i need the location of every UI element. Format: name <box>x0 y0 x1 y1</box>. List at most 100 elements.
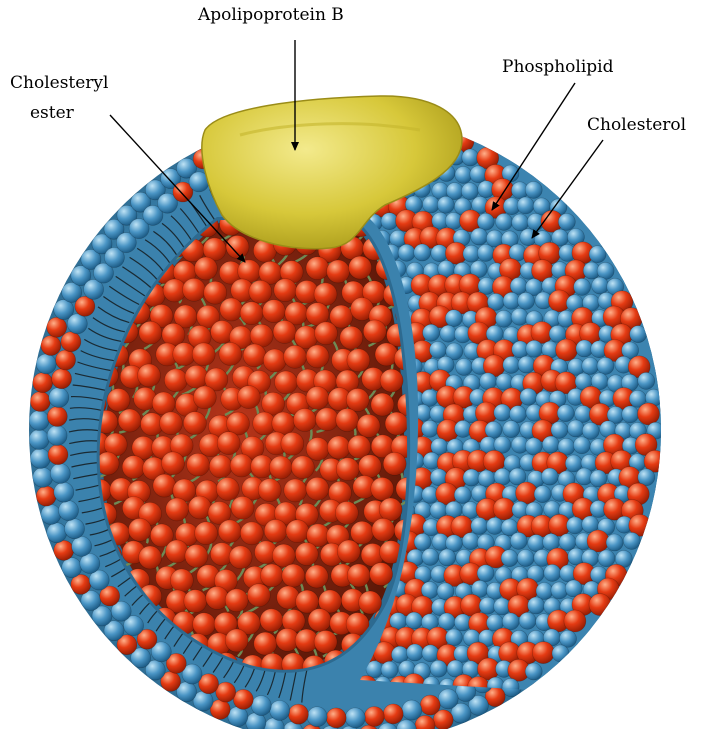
phospholipid-bead <box>446 629 463 646</box>
cholesteryl-ester-bead <box>282 564 305 587</box>
cholesteryl-ester-bead <box>184 590 207 613</box>
phospholipid-bead <box>582 422 599 439</box>
cholesteryl-ester-bead <box>237 386 260 409</box>
cholesteryl-ester-bead <box>122 456 145 479</box>
cholesteryl-ester-bead <box>306 477 329 500</box>
phospholipid-bead <box>638 372 655 389</box>
phospholipid-bead <box>430 660 447 677</box>
phospholipid-bead <box>49 388 69 408</box>
cholesteryl-ester-bead <box>291 456 314 479</box>
cholesteryl-ester-bead <box>220 298 243 321</box>
phospholipid-bead <box>510 532 527 549</box>
phospholipid-bead <box>567 517 584 534</box>
cholesteryl-ester-bead <box>315 322 338 345</box>
phospholipid-bead <box>501 550 518 567</box>
cholesteryl-ester-bead <box>230 454 253 477</box>
cholesteryl-ester-bead <box>240 302 263 325</box>
phospholipid-bead <box>598 550 615 567</box>
cholesteryl-ester-bead <box>165 540 188 563</box>
phospholipid-bead <box>41 505 61 525</box>
phospholipid-bead <box>406 644 423 661</box>
cholesteryl-ester-bead <box>306 345 329 368</box>
phospholipid-bead <box>455 166 472 183</box>
cholesteryl-ester-bead <box>216 478 239 501</box>
phospholipid-bead <box>462 149 479 166</box>
phospholipid-bead <box>414 534 431 551</box>
cholesteryl-ester-bead <box>295 543 318 566</box>
phospholipid-bead <box>592 277 609 294</box>
phospholipid-bead <box>496 213 513 230</box>
phospholipid-bead <box>536 583 553 600</box>
cholesteryl-ester-bead <box>363 320 386 343</box>
cholesteryl-ester-bead <box>139 546 162 569</box>
phospholipid-bead <box>589 246 606 263</box>
phospholipid-bead <box>381 661 398 678</box>
label-phospholipid: Phospholipid <box>502 58 614 78</box>
cholesterol-bead <box>326 708 346 728</box>
phospholipid-bead <box>518 356 535 373</box>
cholesteryl-ester-bead <box>128 518 151 541</box>
cholesteryl-ester-bead <box>258 479 281 502</box>
cholesteryl-ester-bead <box>243 344 266 367</box>
phospholipid-bead <box>520 388 537 405</box>
cholesteryl-ester-bead <box>209 455 232 478</box>
cholesteryl-ester-bead <box>351 521 374 544</box>
cholesteryl-ester-bead <box>340 326 363 349</box>
phospholipid-bead <box>422 548 439 565</box>
cholesteryl-ester-bead <box>166 498 189 521</box>
phospholipid-bead <box>477 565 494 582</box>
phospholipid-bead <box>430 341 447 358</box>
cholesteryl-ester-bead <box>225 629 248 652</box>
phospholipid-bead <box>456 359 473 376</box>
cholesteryl-ester-bead <box>337 540 360 563</box>
cholesterol-bead <box>364 707 384 727</box>
phospholipid-bead <box>454 487 471 504</box>
label-apolipoprotein-b: Apolipoprotein B <box>198 6 344 26</box>
cholesteryl-ester-bead <box>160 412 183 435</box>
cholesteryl-ester-bead <box>314 630 337 653</box>
phospholipid-bead <box>526 340 543 357</box>
cholesteryl-ester-bead <box>274 279 297 302</box>
cholesteryl-ester-bead <box>107 389 130 412</box>
cholesteryl-ester-bead <box>284 345 307 368</box>
cholesteryl-ester-bead <box>118 409 141 432</box>
phospholipid-bead <box>574 278 591 295</box>
cholesteryl-ester-bead <box>138 364 161 387</box>
phospholipid-bead <box>33 467 53 487</box>
phospholipid-bead <box>509 406 526 423</box>
cholesterol-bead <box>54 540 74 560</box>
cholesteryl-ester-bead <box>275 371 298 394</box>
cholesterol-bead <box>41 336 61 356</box>
phospholipid-bead <box>422 196 439 213</box>
phospholipid-bead <box>519 612 536 629</box>
cholesteryl-ester-bead <box>254 632 277 655</box>
cholesteryl-ester-bead <box>264 519 287 542</box>
phospholipid-bead <box>534 486 551 503</box>
cholesteryl-ester-bead <box>263 349 286 372</box>
cholesteryl-ester-bead <box>194 257 217 280</box>
cholesterol-bead <box>638 403 660 425</box>
phospholipid-bead <box>559 534 576 551</box>
phospholipid-bead <box>623 532 640 549</box>
cholesteryl-ester-bead <box>346 388 369 411</box>
cholesteryl-ester-bead <box>183 278 206 301</box>
phospholipid-bead <box>65 519 85 539</box>
phospholipid-bead <box>517 550 534 567</box>
cholesteryl-ester-bead <box>370 563 393 586</box>
phospholipid-bead <box>511 308 528 325</box>
cholesterol-bead <box>30 392 50 412</box>
phospholipid-bead <box>528 535 545 552</box>
phospholipid-bead <box>439 549 456 566</box>
cholesteryl-ester-bead <box>164 369 187 392</box>
phospholipid-bead <box>542 436 559 453</box>
cholesteryl-ester-bead <box>185 365 208 388</box>
cholesteryl-ester-bead <box>308 609 331 632</box>
cholesteryl-ester-bead <box>383 452 406 475</box>
cholesteryl-ester-bead <box>273 320 296 343</box>
phospholipid-bead <box>503 356 520 373</box>
cholesteryl-ester-bead <box>162 452 185 475</box>
cholesterol-bead <box>564 610 586 632</box>
cholesteryl-ester-bead <box>371 477 394 500</box>
phospholipid-bead <box>512 214 529 231</box>
phospholipid-bead <box>422 645 439 662</box>
